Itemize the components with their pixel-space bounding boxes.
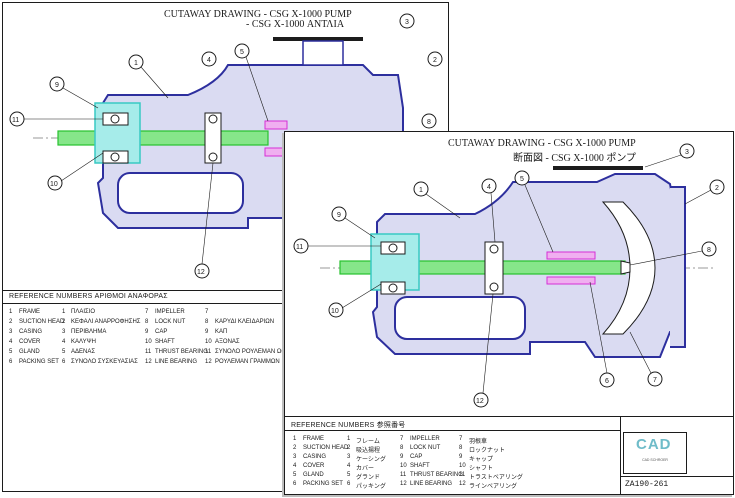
- svg-text:3: 3: [685, 149, 689, 156]
- callout-12: 12: [194, 162, 214, 279]
- svg-text:10: 10: [331, 308, 339, 315]
- svg-text:4: 4: [487, 184, 491, 191]
- callout-11: 11: [293, 238, 381, 254]
- document-number: ZA190-261: [625, 480, 669, 489]
- divider: [620, 476, 733, 477]
- divider: [3, 303, 448, 304]
- callout-1: 1: [413, 181, 461, 219]
- pump-cutaway-drawing: 1 2 3 4 5 6 7 8 9 10 11 12: [293, 143, 725, 408]
- svg-text:5: 5: [240, 49, 244, 56]
- callout-1: 1: [128, 54, 169, 99]
- callout-2: 2: [427, 51, 443, 67]
- divider: [285, 430, 620, 431]
- callout-labels: 1 2 3 4 5 6 7 8 9 10 11 12: [293, 143, 725, 408]
- callout-3: 3: [644, 143, 695, 168]
- drawing-subtitle: - CSG X-1000 ΑΝΤΛΙΑ: [246, 19, 345, 30]
- callout-4: 4: [201, 51, 217, 67]
- svg-text:5: 5: [520, 176, 524, 183]
- callout-3: 3: [399, 13, 415, 29]
- svg-text:1: 1: [134, 60, 138, 67]
- svg-text:4: 4: [207, 57, 211, 64]
- svg-text:1: 1: [419, 187, 423, 194]
- reference-heading: REFERENCE NUMBERS ΑΡΙΘΜΟΙ ΑΝΑΦΟΡΑΣ: [9, 293, 168, 300]
- svg-text:2: 2: [715, 185, 719, 192]
- drawing-title: CUTAWAY DRAWING - CSG X-1000 PUMP: [448, 138, 636, 149]
- callout-9: 9: [331, 206, 376, 239]
- callout-11: 11: [9, 111, 103, 127]
- svg-text:8: 8: [427, 119, 431, 126]
- reference-heading: REFERENCE NUMBERS 参照番号: [291, 422, 406, 429]
- callout-5: 5: [234, 43, 269, 122]
- callout-labels: 1 2 3 4 5 8 9 10 11 12: [9, 13, 443, 279]
- callout-8: 8: [629, 241, 717, 266]
- svg-text:10: 10: [50, 181, 58, 188]
- svg-text:11: 11: [296, 244, 303, 251]
- svg-text:12: 12: [197, 269, 205, 276]
- callout-5: 5: [514, 170, 554, 253]
- svg-text:12: 12: [476, 398, 484, 405]
- callout-12: 12: [473, 293, 494, 408]
- svg-text:8: 8: [707, 247, 711, 254]
- company-logo: CAD CAD SCHROER: [623, 432, 687, 474]
- svg-text:9: 9: [55, 82, 59, 89]
- pump-cutaway-drawing: 1 2 3 4 5 8 9 10 11 12: [9, 13, 443, 279]
- svg-text:2: 2: [433, 57, 437, 64]
- svg-text:7: 7: [653, 377, 657, 384]
- svg-text:6: 6: [605, 378, 609, 385]
- drawing-subtitle: 断面図 - CSG X-1000 ポンプ: [513, 153, 637, 164]
- callout-8: 8: [421, 113, 437, 129]
- divider: [3, 290, 448, 291]
- callout-4: 4: [481, 178, 497, 243]
- callout-2: 2: [684, 179, 725, 205]
- svg-text:11: 11: [12, 117, 19, 124]
- divider: [620, 416, 621, 494]
- drawing-sheet-japanese[interactable]: CUTAWAY DRAWING - CSG X-1000 PUMP 断面図 - …: [284, 131, 734, 495]
- svg-text:3: 3: [405, 19, 409, 26]
- svg-text:9: 9: [337, 212, 341, 219]
- callout-10: 10: [47, 152, 104, 191]
- callout-6: 6: [589, 281, 615, 388]
- callout-9: 9: [49, 76, 99, 109]
- drawing-title: CUTAWAY DRAWING - CSG X-1000 PUMP: [164, 9, 352, 20]
- callout-7: 7: [629, 331, 663, 387]
- divider: [285, 416, 733, 417]
- callout-10: 10: [328, 283, 382, 318]
